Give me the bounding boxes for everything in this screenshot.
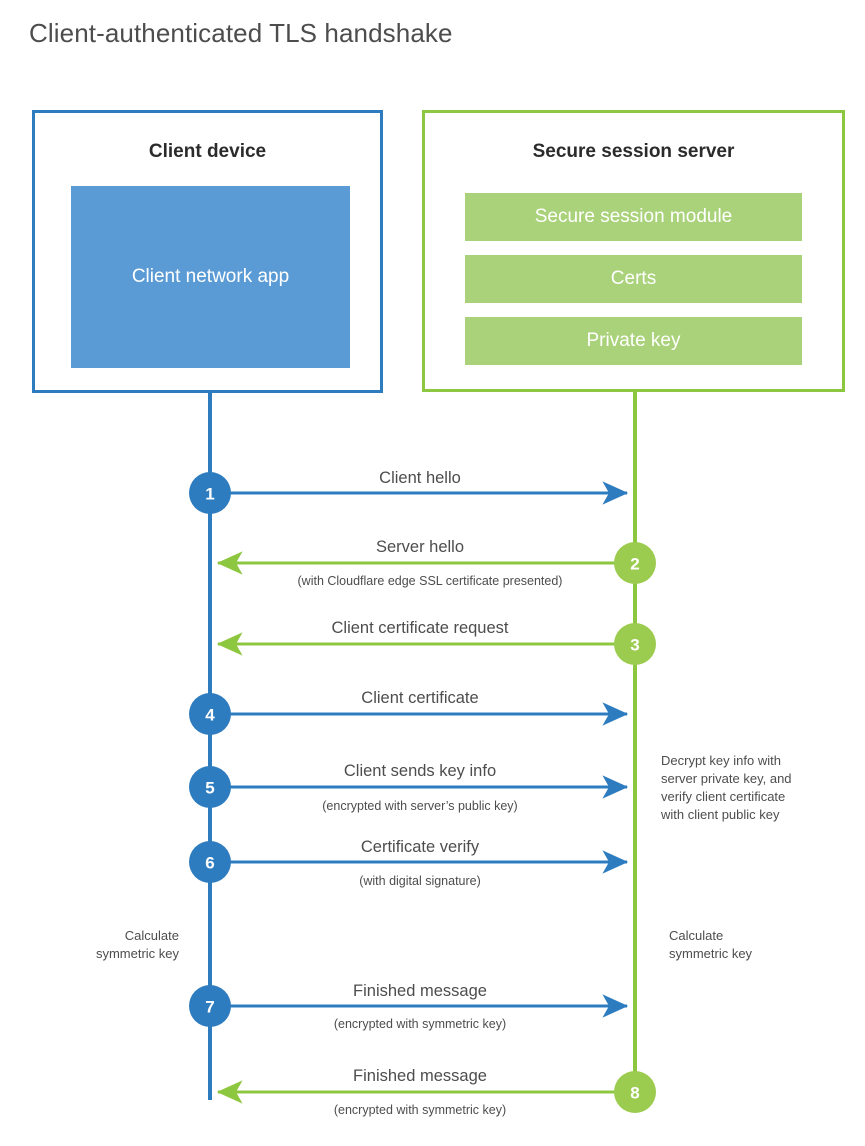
arrow-sublabel-step-8: (encrypted with symmetric key) [334, 1103, 506, 1117]
note-server-decrypt-line-2: server private key, and [661, 771, 792, 786]
note-server-decrypt-line-4: with client public key [660, 807, 780, 822]
page-title: Client-authenticated TLS handshake [29, 18, 453, 48]
arrow-label-step-4: Client certificate [361, 689, 478, 707]
server-component-certs: Certs [465, 255, 802, 303]
arrow-label-step-7: Finished message [353, 982, 487, 1000]
note-client-calculate-line-1: Calculate [125, 928, 179, 943]
arrow-label-step-8: Finished message [353, 1067, 487, 1085]
secure-session-server-box: Secure session server Secure session mod… [422, 110, 845, 392]
arrow-label-step-2: Server hello [376, 538, 464, 556]
arrow-label-step-6: Certificate verify [361, 838, 480, 856]
client-device-box: Client device Client network app [32, 110, 383, 393]
note-server-calculate-line-2: symmetric key [669, 946, 753, 961]
client-device-title: Client device [148, 141, 267, 162]
note-server-decrypt: Decrypt key info with server private key… [660, 753, 792, 822]
step-number-7: 7 [205, 998, 214, 1017]
client-network-app-block: Client network app [71, 186, 350, 368]
step-marker-2 [614, 542, 656, 584]
arrow-sublabel-step-6: (with digital signature) [359, 874, 481, 888]
arrow-sublabel-step-2: (with Cloudflare edge SSL certificate pr… [298, 574, 563, 588]
step-marker-7 [189, 985, 231, 1027]
note-server-decrypt-line-1: Decrypt key info with [661, 753, 781, 768]
note-server-decrypt-line-3: verify client certificate [661, 789, 785, 804]
step-number-6: 6 [205, 854, 214, 873]
server-component-private-key: Private key [465, 317, 802, 365]
server-component-secure-session-module: Secure session module [465, 193, 802, 241]
note-client-calculate-line-2: symmetric key [96, 946, 180, 961]
step-number-2: 2 [630, 555, 639, 574]
note-server-calculate-line-1: Calculate [669, 928, 723, 943]
step-marker-4 [189, 693, 231, 735]
step-marker-8 [614, 1071, 656, 1113]
step-marker-6 [189, 841, 231, 883]
note-client-calculate: Calculate symmetric key [96, 928, 180, 961]
arrow-sublabel-step-7: (encrypted with symmetric key) [334, 1017, 506, 1031]
arrow-label-step-1: Client hello [379, 469, 461, 487]
arrow-sublabel-step-5: (encrypted with server’s public key) [322, 799, 517, 813]
arrow-label-step-5: Client sends key info [344, 762, 496, 780]
step-marker-5 [189, 766, 231, 808]
step-number-5: 5 [205, 779, 214, 798]
secure-session-server-title: Secure session server [532, 141, 735, 162]
arrow-label-step-3: Client certificate request [332, 619, 509, 637]
step-number-1: 1 [205, 485, 214, 504]
step-marker-1 [189, 472, 231, 514]
step-number-8: 8 [630, 1084, 639, 1103]
note-server-calculate: Calculate symmetric key [669, 928, 753, 961]
step-marker-3 [614, 623, 656, 665]
step-number-4: 4 [205, 706, 215, 725]
step-number-3: 3 [630, 636, 639, 655]
